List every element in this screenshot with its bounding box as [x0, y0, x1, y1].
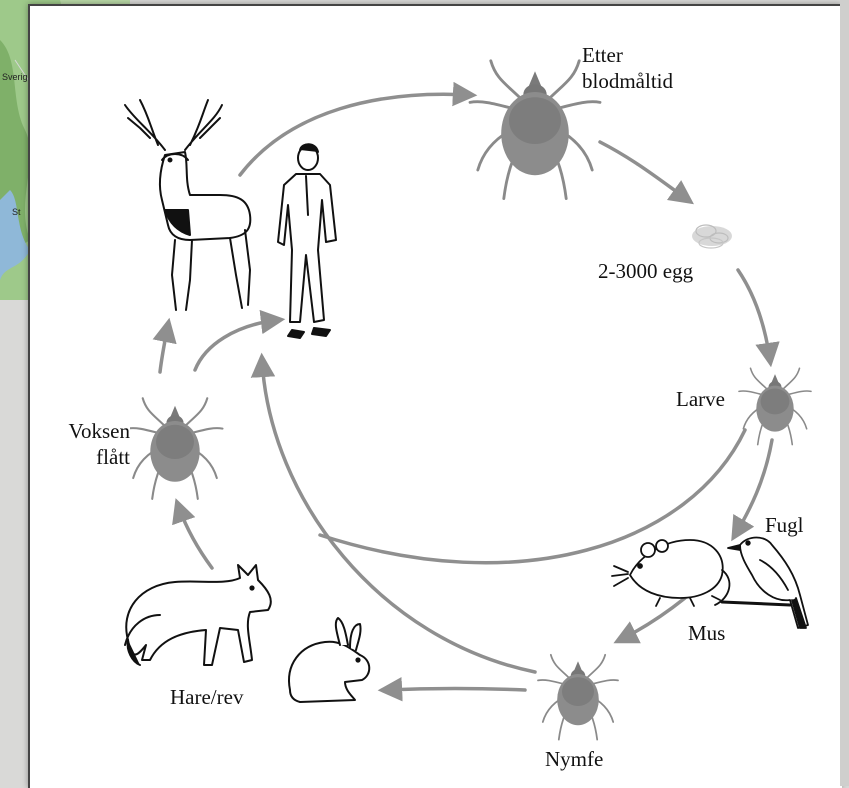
- fox-icon: [125, 565, 271, 665]
- label-etter-full: Etter blodmåltid: [582, 42, 673, 94]
- label-voksen-flatt: Voksen flått: [45, 418, 130, 470]
- human-icon: [278, 144, 336, 338]
- arrow-nymfe-loop: [262, 360, 535, 672]
- label-larve: Larve: [676, 386, 725, 412]
- label-egg: 2-3000 egg: [598, 258, 693, 284]
- arrow-fox-to-adult: [178, 505, 212, 568]
- arrow-egg-to-larve: [738, 270, 770, 360]
- bird-icon: [712, 538, 808, 629]
- label-nymfe: Nymfe: [545, 746, 603, 772]
- egg-cluster-icon: [692, 225, 732, 248]
- tick-engorged-icon: [470, 61, 600, 199]
- label-fugl: Fugl: [765, 512, 804, 538]
- arrow-engorged-to-egg: [600, 142, 688, 200]
- arrow-adult-to-deer: [160, 325, 168, 372]
- tick-adult-icon: [128, 398, 223, 499]
- tick-nymfe-icon: [538, 655, 618, 740]
- tick-larve-icon: [739, 368, 811, 444]
- label-mus: Mus: [688, 620, 725, 646]
- arrow-nymfe-to-hare: [385, 689, 525, 691]
- arrow-mouse-to-nymfe: [620, 598, 685, 640]
- label-hare-rev: Hare/rev: [170, 684, 243, 710]
- hare-icon: [289, 618, 369, 702]
- arrow-deer-to-engorged: [240, 94, 470, 175]
- arrow-adult-to-human: [195, 320, 278, 370]
- deer-icon: [125, 100, 250, 310]
